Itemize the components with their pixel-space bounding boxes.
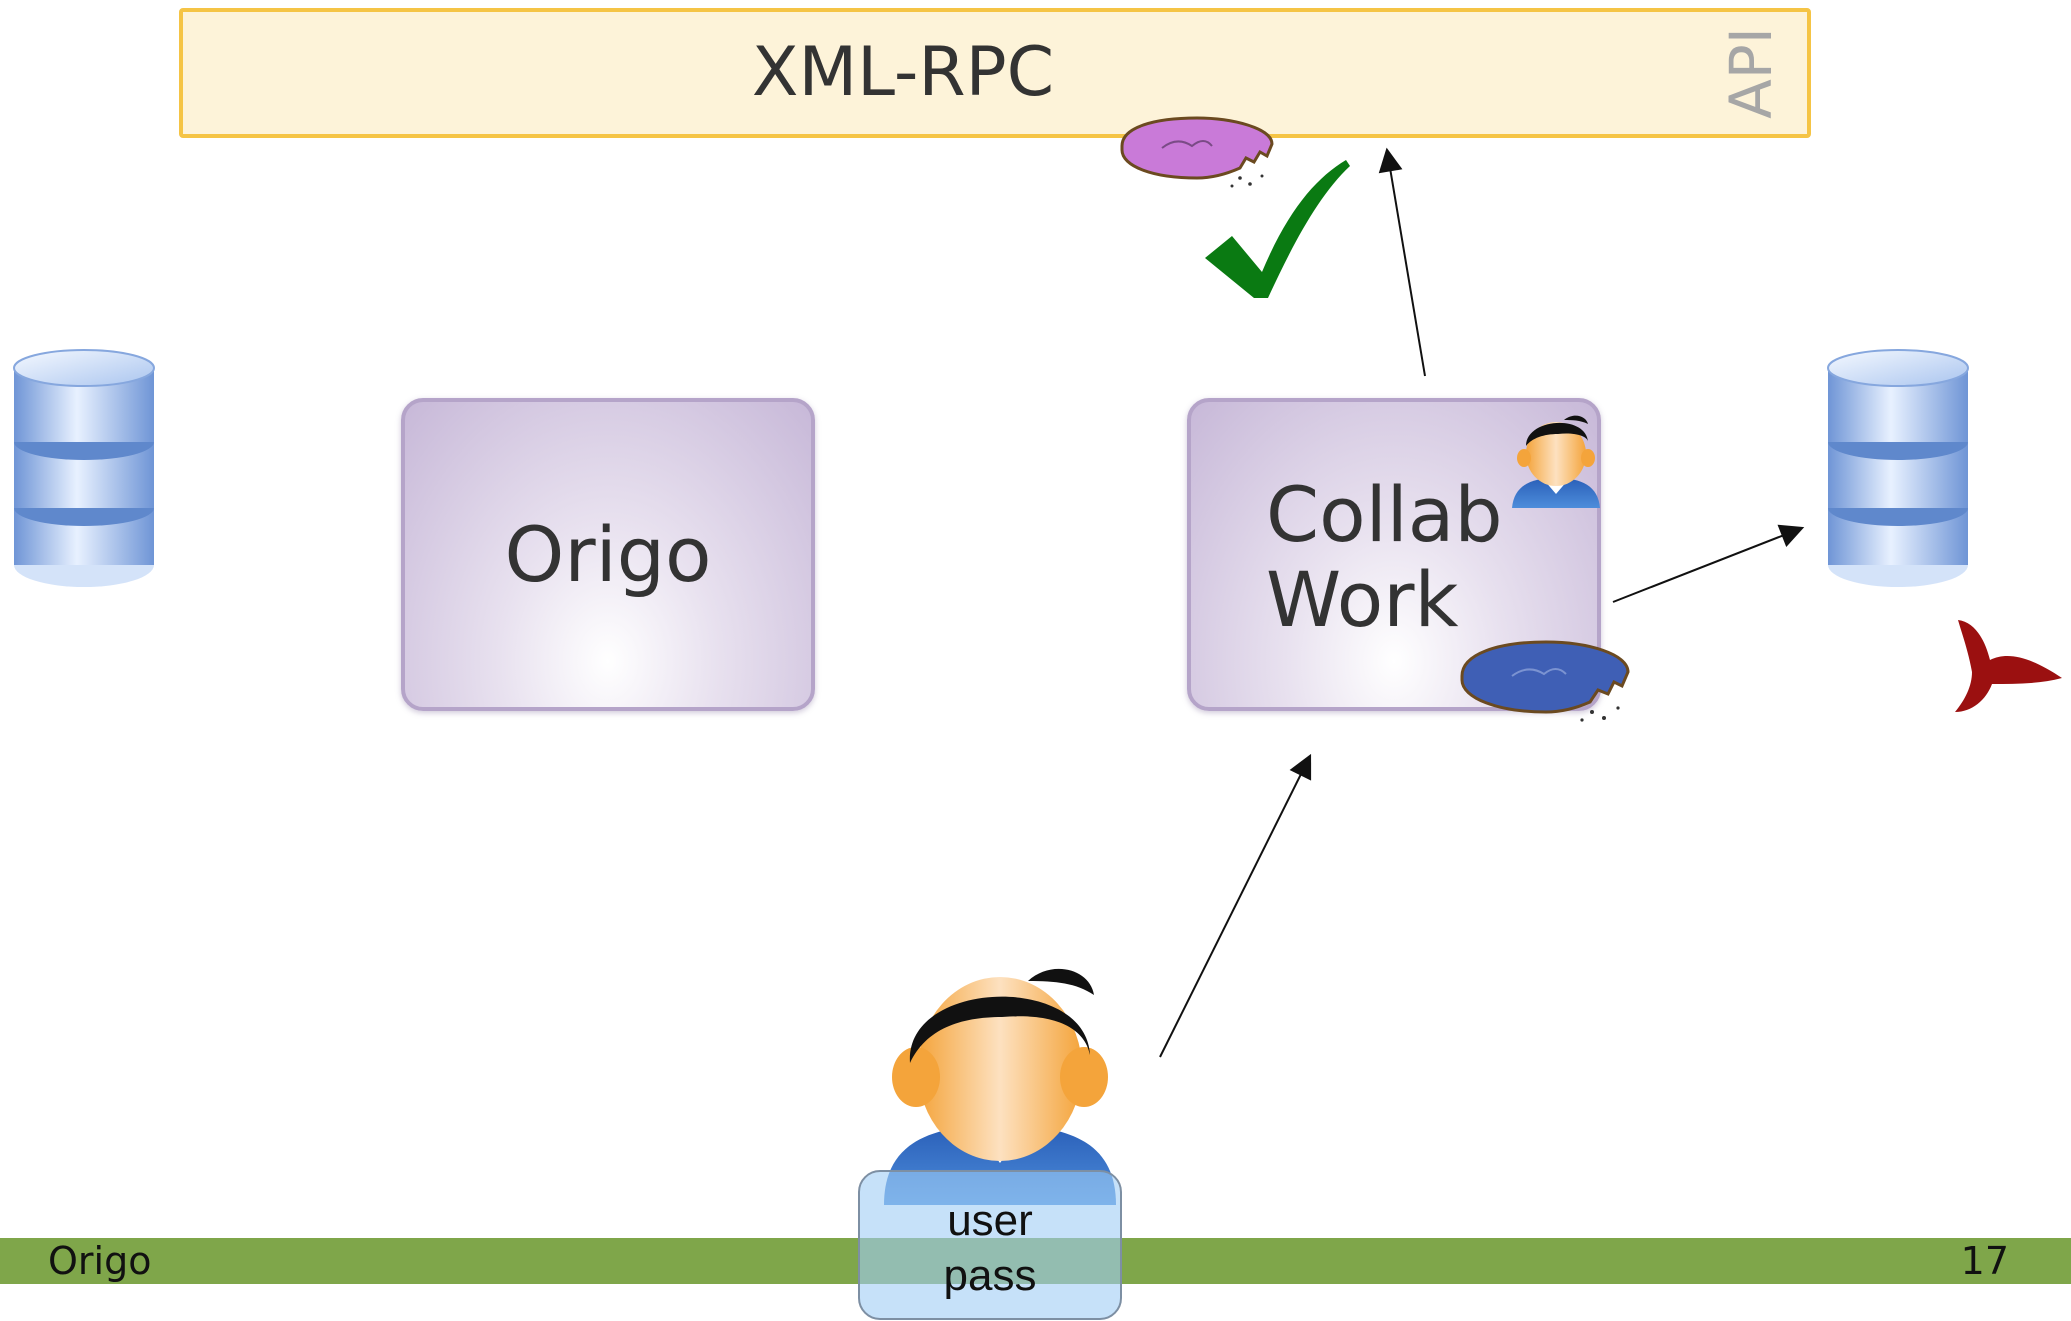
cross-icon [1955, 620, 2062, 712]
footer-page-number: 17 [1960, 1239, 2009, 1283]
credentials-user: user [947, 1196, 1033, 1245]
node-collab-label: Collab Work [1266, 472, 1503, 642]
arrow-to-right-database [1612, 524, 1805, 603]
node-origo-label: Origo [504, 510, 712, 599]
credentials-pass: pass [943, 1251, 1037, 1300]
footer-title: Origo [48, 1239, 152, 1283]
credentials-text: user pass [858, 1193, 1122, 1303]
cookie-icon-purple [1120, 116, 1274, 188]
node-collab-line1: Collab [1266, 470, 1503, 559]
credentials-box [858, 1170, 1122, 1320]
user-icon-small [1512, 415, 1600, 508]
arrow-to-api [1378, 147, 1426, 377]
arrow-user-to-collab [1159, 753, 1312, 1058]
database-icon-left [13, 349, 155, 588]
node-origo: Origo [401, 398, 815, 711]
database-icon-right [1827, 349, 1969, 588]
check-icon [1205, 160, 1350, 298]
api-title: XML-RPC [751, 33, 1055, 112]
api-bar: XML-RPC API [179, 8, 1811, 138]
node-collab-line2: Work [1266, 555, 1459, 644]
cookie-icon-blue [1460, 640, 1630, 722]
